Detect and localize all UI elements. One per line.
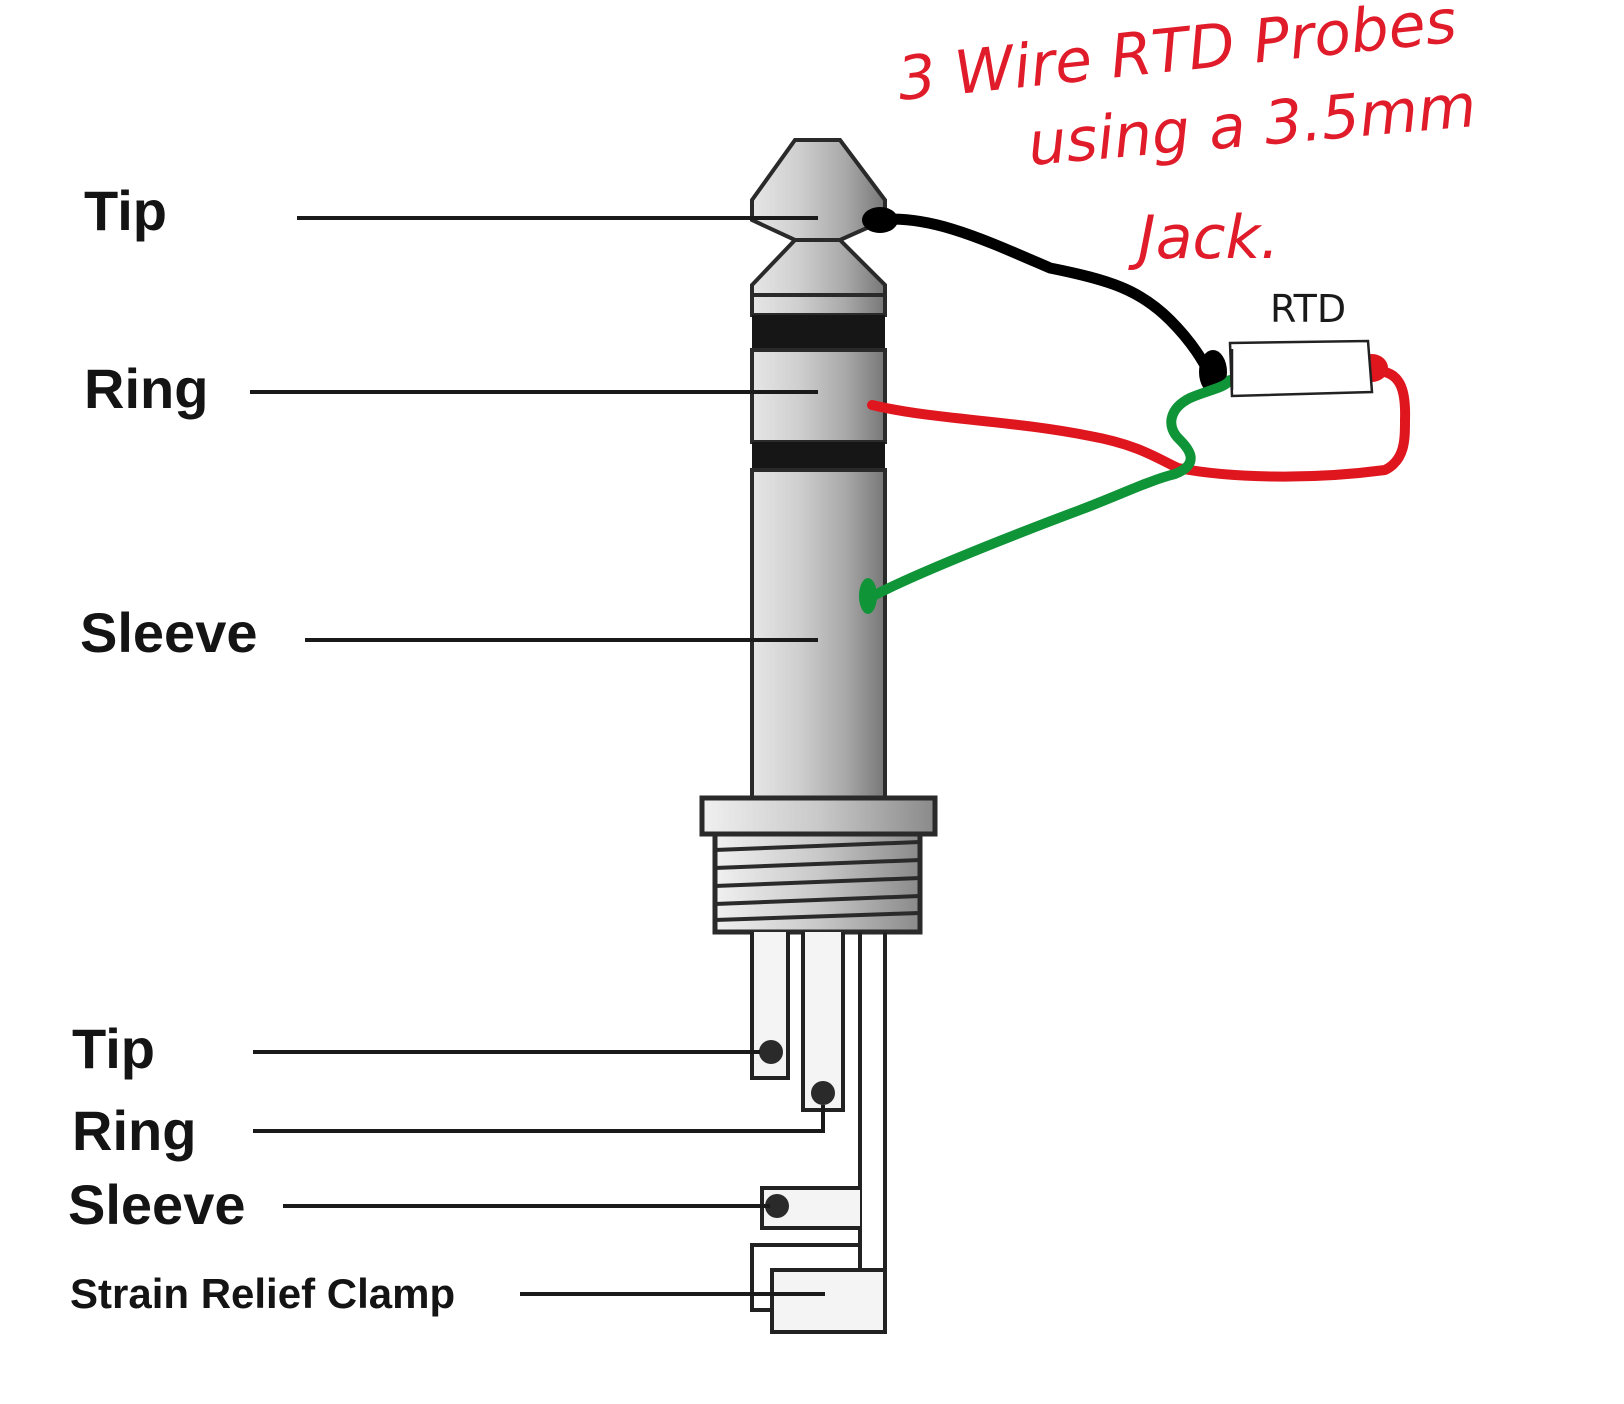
plug-sleeve-contact <box>750 468 887 802</box>
label-term-ring: Ring <box>72 1099 196 1162</box>
label-term-clamp: Strain Relief Clamp <box>70 1270 455 1317</box>
strain-relief-clamp-block <box>770 1268 887 1334</box>
label-term-tip: Tip <box>72 1017 155 1080</box>
leader-term-ring <box>253 1105 825 1133</box>
plug-ring-contact <box>750 348 887 444</box>
ring-wire <box>867 367 1411 482</box>
label-term-sleeve: Sleeve <box>68 1173 246 1236</box>
annotation-line-3: Jack. <box>1128 203 1279 273</box>
sleeve-wire <box>861 375 1235 605</box>
plug-insulator-band-top <box>752 315 885 350</box>
hand-drawn-wires <box>859 207 1411 614</box>
leader-lines <box>250 216 825 1296</box>
solder-joints <box>759 1040 835 1218</box>
tip-terminal <box>750 932 790 1080</box>
label-plug-tip: Tip <box>84 179 167 242</box>
sleeve-terminal <box>858 932 887 1330</box>
plug-insulator-band-bottom <box>752 442 885 470</box>
rtd-label: RTD <box>1270 287 1346 331</box>
tip-wire <box>872 213 1218 384</box>
tip-wire-solder-dot <box>862 207 898 233</box>
strain-relief-clamp <box>750 1243 860 1312</box>
plug-tip-neck <box>750 238 887 302</box>
label-plug-sleeve: Sleeve <box>80 601 258 664</box>
handwritten-annotation: 3 Wire RTD Probes using a 3.5mm Jack. <box>894 0 1479 273</box>
rtd-sensor: RTD <box>1228 287 1374 398</box>
labels: Tip Ring Sleeve Tip Ring Sleeve Strain R… <box>68 179 455 1317</box>
sleeve-wire-solder-dot <box>859 578 877 614</box>
rtd-body <box>1228 339 1374 398</box>
solder-terminals <box>750 932 887 1334</box>
plug-body <box>699 138 938 935</box>
plug-flange <box>699 795 938 837</box>
label-plug-ring: Ring <box>84 357 208 420</box>
